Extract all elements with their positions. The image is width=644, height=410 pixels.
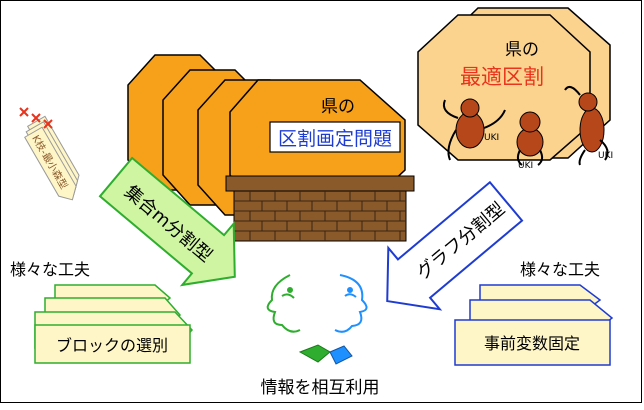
right-note-stack — [454, 284, 614, 366]
monkey-right — [564, 85, 609, 166]
right-variety-label: 様々な工夫 — [520, 260, 600, 279]
handshake-icon — [298, 344, 353, 365]
monkey-middle — [516, 111, 544, 166]
reject-marks — [19, 107, 53, 129]
monkey-left — [442, 98, 506, 161]
optimal-label: 最適区割 — [460, 65, 544, 89]
left-selection-label: ブロックの選別 — [56, 336, 168, 355]
problem-label-box — [269, 121, 401, 153]
blue-face-icon — [334, 274, 368, 333]
green-face-icon — [266, 274, 301, 333]
monkey-right-label: UKI — [598, 151, 613, 161]
blue-method-arrow: グラフ分割型 — [386, 180, 524, 311]
monkey-left-label: UKI — [484, 133, 499, 143]
brick-wall — [225, 175, 415, 242]
optimal-octagon-title: 県の — [505, 40, 539, 60]
diagram-frame — [0, 0, 642, 403]
rejected-note-stack: K枝-最小森型 — [24, 115, 80, 201]
right-fixing-label: 事前変数固定 — [484, 334, 580, 353]
left-note-stack — [34, 284, 194, 364]
left-variety-label: 様々な工夫 — [10, 260, 90, 279]
bottom-label: 情報を相互利用 — [261, 378, 380, 398]
problem-octagon-title: 県の — [321, 97, 355, 117]
monkey-middle-label: UKI — [518, 161, 533, 171]
problem-label: 区割画定問題 — [278, 128, 392, 150]
